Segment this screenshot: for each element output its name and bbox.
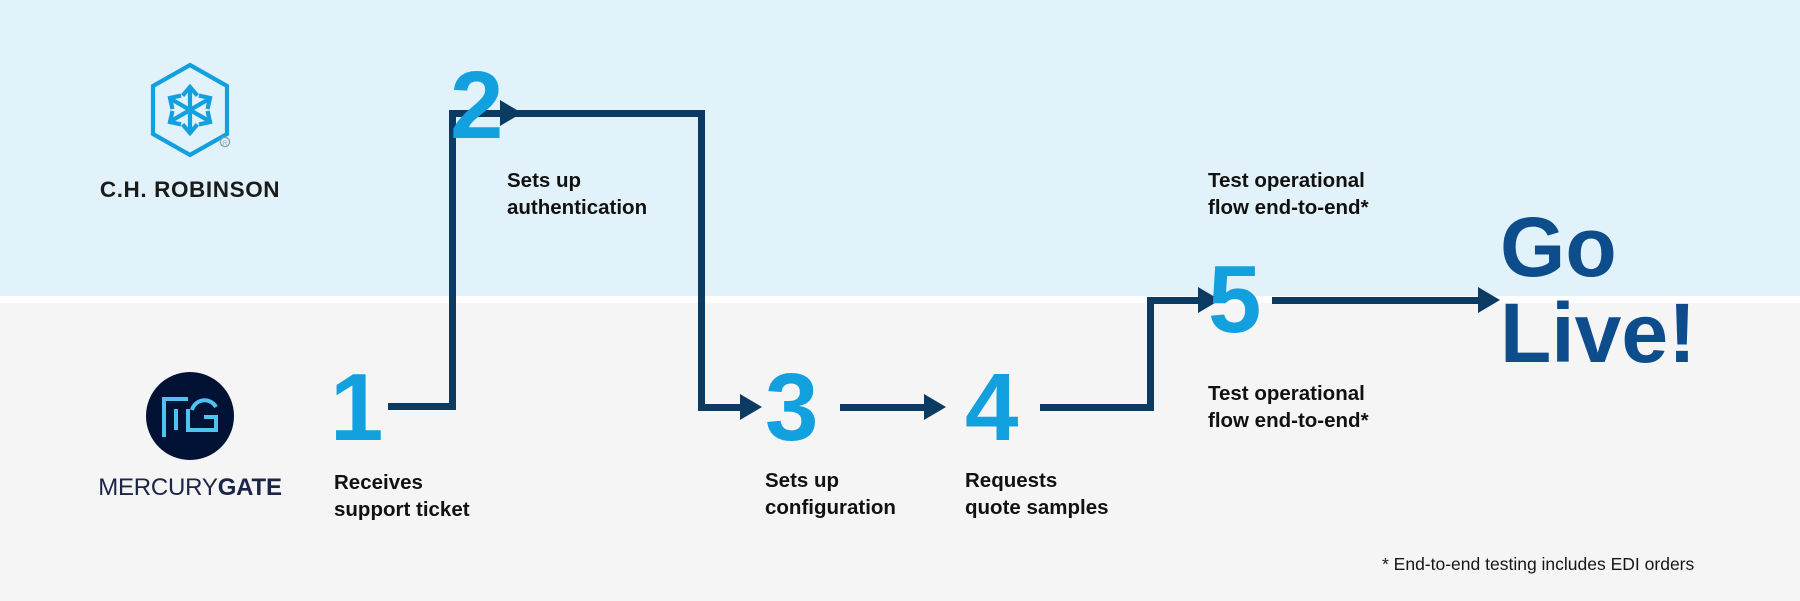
step-number-5: 5: [1208, 246, 1262, 353]
step-label-3: Sets up configuration: [765, 469, 896, 519]
bottom-lane-background: [0, 303, 1800, 601]
cube-arrows-hexagon-icon: R: [147, 62, 233, 158]
arrowhead-into-step2: [500, 100, 522, 126]
mercurygate-wordmark-bold: GATE: [217, 474, 282, 501]
footnote: * End-to-end testing includes EDI orders: [1382, 554, 1695, 574]
arrowhead-into-step3: [740, 394, 762, 420]
connector-step5-to-golive: [1272, 297, 1484, 304]
step-label-4: Requests quote samples: [965, 469, 1109, 519]
arrowhead-into-step5: [1198, 287, 1220, 313]
go-live-label: Go Live!: [1500, 200, 1697, 380]
mercurygate-wordmark: MERCURYGATE: [95, 474, 285, 502]
mercurygate-monogram-icon: [146, 372, 234, 460]
arrowhead-into-step4: [924, 394, 946, 420]
step-number-2: 2: [450, 52, 504, 159]
step-label-5-top: Test operational flow end-to-end*: [1208, 169, 1369, 219]
chrobinson-logo: R C.H. ROBINSON: [95, 62, 285, 203]
chrobinson-wordmark: C.H. ROBINSON: [99, 177, 281, 202]
step-label-2: Sets up authentication: [507, 169, 648, 219]
step-number-1: 1: [330, 354, 384, 461]
connector-riser-step4-to-step5: [1147, 297, 1154, 407]
step-number-4: 4: [965, 354, 1019, 461]
connector-into-step5: [1147, 297, 1205, 304]
mercurygate-logo: MERCURYGATE: [95, 372, 285, 502]
top-lane-background: [0, 0, 1800, 296]
connector-step4-to-riser: [1040, 404, 1154, 411]
connector-step1-to-riser: [388, 403, 456, 410]
connector-drop-step2-to-step3: [698, 110, 705, 407]
arrowhead-into-golive: [1478, 287, 1500, 313]
mercurygate-wordmark-light: MERCURY: [98, 474, 218, 501]
connector-step2-to-drop: [515, 110, 705, 117]
connector-into-step3: [698, 404, 746, 411]
svg-text:R: R: [223, 141, 228, 147]
connector-step3-to-step4: [840, 404, 930, 411]
step-number-3: 3: [765, 354, 819, 461]
connector-into-step2: [449, 110, 507, 117]
step-label-5-bottom: Test operational flow end-to-end*: [1208, 382, 1369, 432]
connector-riser-step1-to-step2: [449, 110, 456, 406]
step-label-1: Receives support ticket: [334, 471, 470, 521]
